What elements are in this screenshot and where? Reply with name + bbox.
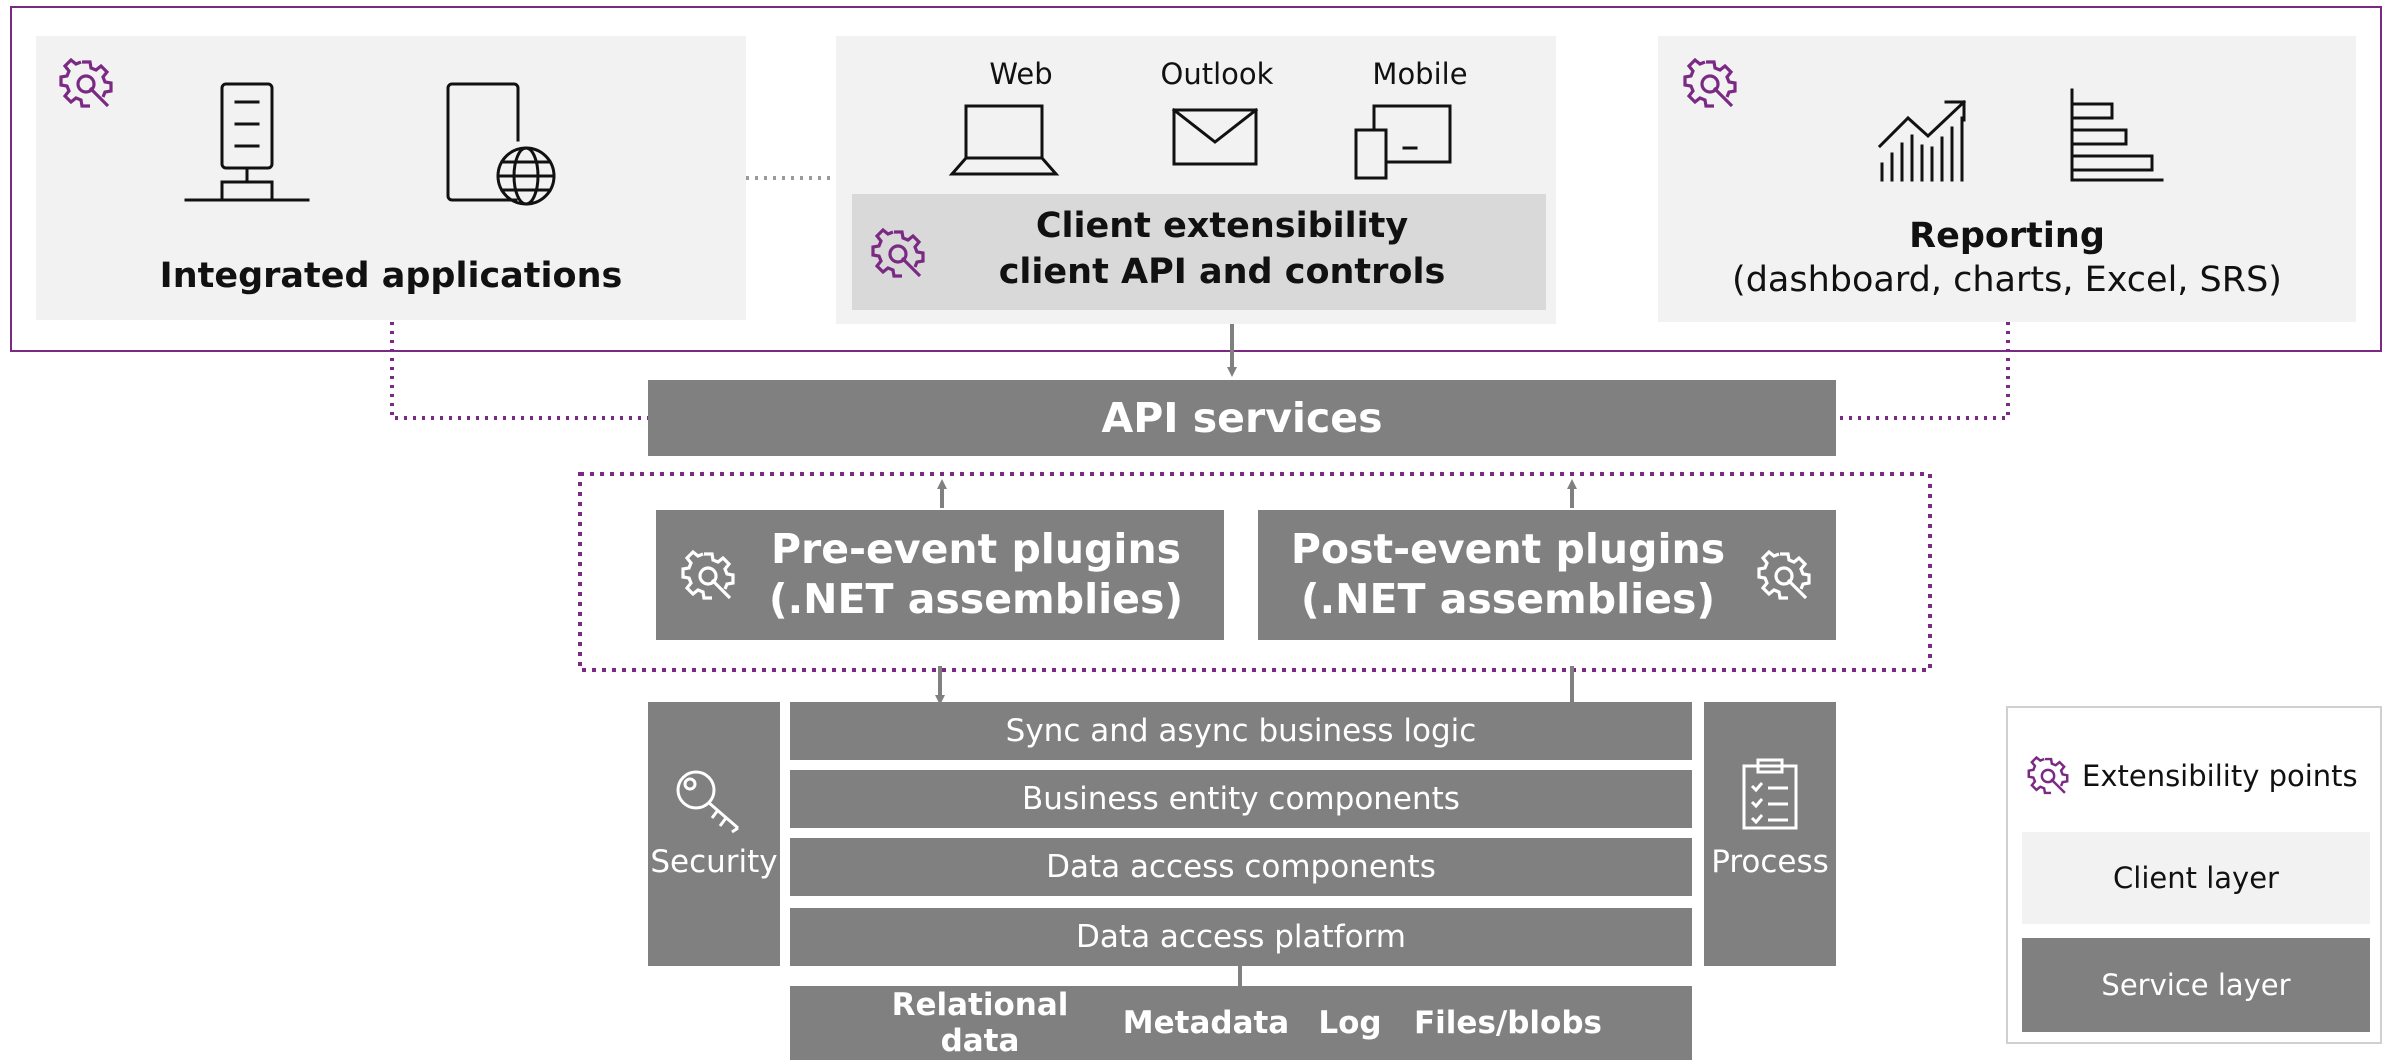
integrated-applications-box: Integrated applications <box>36 36 746 320</box>
storage-relational-data: Relational data <box>891 987 1069 1059</box>
extensibility-gear-icon <box>59 57 113 110</box>
extensibility-gear-icon <box>681 549 735 602</box>
legend-extensibility-points-label: Extensibility points <box>2082 759 2358 793</box>
security-column: Security <box>648 702 780 966</box>
extensibility-gear-icon <box>2027 755 2069 796</box>
security-label: Security <box>650 844 778 880</box>
trend-chart-icon <box>1876 98 1970 182</box>
reporting-box: Reporting (dashboard, charts, Excel, SRS… <box>1658 36 2356 322</box>
post-event-plugins-title: Post-event plugins <box>1290 525 1726 573</box>
storage-log: Log <box>1318 1005 1382 1041</box>
mobile-devices-icon <box>1354 104 1454 180</box>
bar-chart-icon <box>2068 88 2164 184</box>
pre-event-plugins-subtitle: (.NET assemblies) <box>768 575 1184 623</box>
post-event-plugins-box: Post-event plugins (.NET assemblies) <box>1258 510 1836 640</box>
client-layer-frame <box>10 6 2382 352</box>
layer-business-entity: Business entity components <box>790 770 1692 828</box>
checklist-clipboard-icon <box>1740 758 1800 830</box>
client-label-mobile: Mobile <box>1372 57 1468 91</box>
reporting-subtitle: (dashboard, charts, Excel, SRS) <box>1732 260 2282 300</box>
laptop-icon <box>948 102 1060 178</box>
mail-icon <box>1171 106 1259 168</box>
pre-event-plugins-box: Pre-event plugins (.NET assemblies) <box>656 510 1224 640</box>
client-extensibility-box: Client extensibility client API and cont… <box>852 194 1546 310</box>
storage-metadata: Metadata <box>1122 1005 1290 1041</box>
post-event-plugins-subtitle: (.NET assemblies) <box>1300 575 1716 623</box>
legend-client-layer: Client layer <box>2022 832 2370 924</box>
extensibility-gear-icon <box>871 227 925 280</box>
process-column: Process <box>1704 702 1836 966</box>
legend: Extensibility points Client layer Servic… <box>2006 706 2382 1044</box>
client-label-outlook: Outlook <box>1160 57 1274 91</box>
storage-bar: Relational data Metadata Log Files/blobs <box>790 986 1692 1060</box>
process-label: Process <box>1711 844 1829 880</box>
api-services-bar: API services <box>648 380 1836 456</box>
layer-data-access-components: Data access components <box>790 838 1692 896</box>
layer-data-access-platform: Data access platform <box>790 908 1692 966</box>
layer-business-logic: Sync and async business logic <box>790 702 1692 760</box>
client-label-web: Web <box>989 57 1053 91</box>
extensibility-gear-icon <box>1757 549 1811 602</box>
key-icon <box>674 768 746 834</box>
client-extensibility-subtitle: client API and controls <box>998 252 1446 292</box>
client-extensibility-title: Client extensibility <box>1035 206 1409 246</box>
legend-service-layer: Service layer <box>2022 938 2370 1032</box>
storage-files-blobs: Files/blobs <box>1414 1005 1602 1041</box>
web-app-device-icon <box>446 82 558 208</box>
extensibility-gear-icon <box>1683 57 1737 110</box>
clients-box: Web Outlook Mobile Client exte <box>836 36 1556 324</box>
integrated-applications-label: Integrated applications <box>159 256 623 296</box>
pre-event-plugins-title: Pre-event plugins <box>770 525 1182 573</box>
reporting-title: Reporting <box>1909 216 2105 256</box>
server-network-icon <box>184 82 310 216</box>
